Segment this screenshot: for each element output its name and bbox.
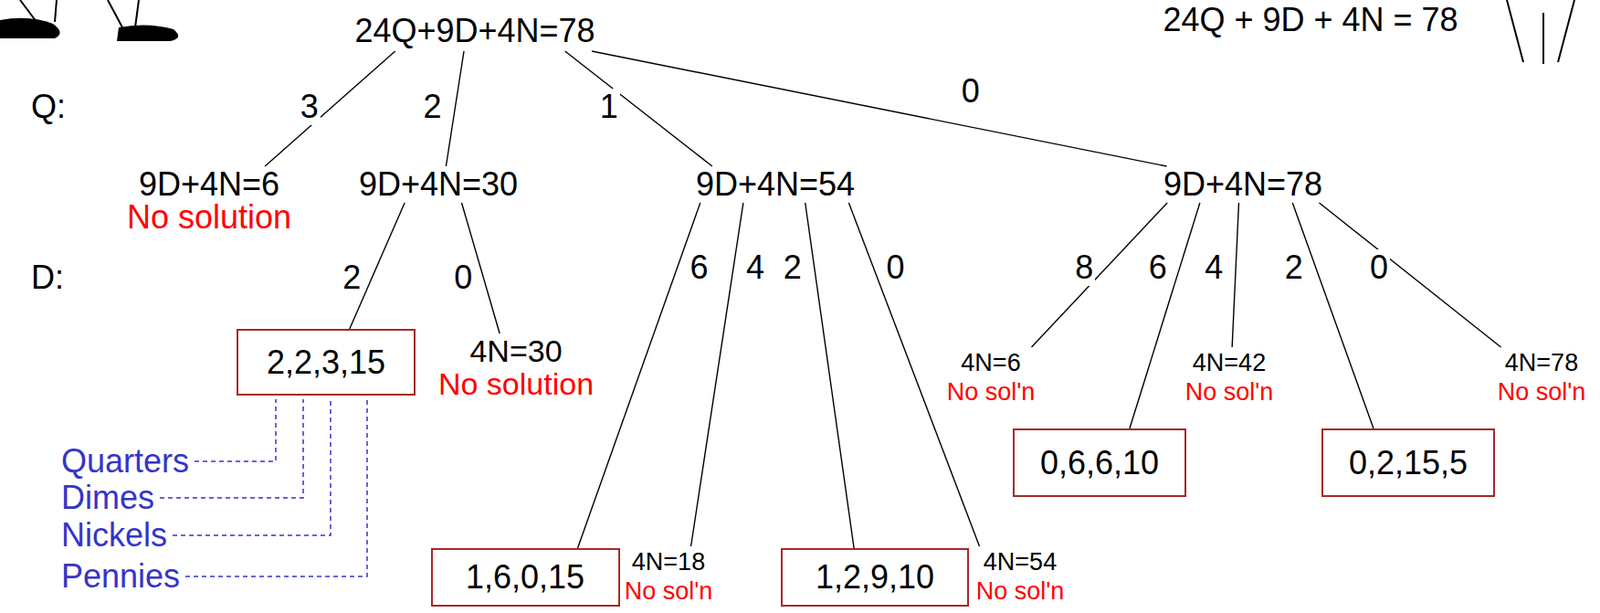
equation-node: 4N=6No sol'n [943, 347, 1040, 409]
branch-line [805, 202, 854, 548]
remaining-equation: 4N=30 [469, 335, 562, 369]
branch-value: 0 [452, 259, 474, 296]
branch-line [264, 51, 396, 167]
branch-value: 0 [884, 249, 906, 286]
branch-value: 6 [1147, 249, 1169, 286]
branch-line [591, 51, 1168, 167]
coin-combination: 0,6,6,10 [1040, 444, 1159, 482]
equation-node: 4N=54No sol'n [972, 546, 1069, 608]
equation-node: 9D+4N=78 [1159, 166, 1327, 203]
branch-value: 0 [959, 73, 982, 110]
branch-line [578, 202, 701, 548]
branch-value: 0 [1368, 249, 1390, 286]
branch-value: 6 [688, 249, 711, 286]
no-solution-note: No sol'n [947, 378, 1036, 407]
result-box: 2,2,3,15 [236, 328, 416, 396]
result-box: 0,6,6,10 [1012, 428, 1187, 497]
heading-equation: 24Q + 9D + 4N = 78 [1162, 1, 1458, 39]
branch-value: 2 [421, 88, 443, 126]
remaining-equation: 4N=42 [1192, 348, 1266, 378]
coin-label: Pennies [61, 557, 180, 595]
remaining-equation: 9D+4N=6 [138, 168, 280, 201]
level-label: Q: [31, 88, 66, 126]
remaining-equation: 4N=54 [983, 547, 1057, 577]
equation-node: 4N=18No sol'n [621, 546, 717, 608]
remaining-equation: 9D+4N=78 [1163, 168, 1323, 201]
branch-line [445, 51, 464, 167]
figure-shoes [0, 18, 179, 42]
equation-node: 4N=78No sol'n [1494, 347, 1590, 409]
branch-line [1231, 202, 1239, 348]
equation-node: 9D+4N=30 [355, 166, 523, 203]
coin-leader-lines [159, 399, 368, 577]
no-solution-note: No sol'n [1497, 378, 1587, 407]
no-solution-note: No sol'n [624, 577, 714, 606]
no-solution-note: No solution [126, 200, 292, 234]
no-solution-note: No solution [438, 368, 594, 401]
branch-line [1319, 202, 1502, 348]
remaining-equation: 4N=6 [960, 348, 1021, 378]
branch-value: 8 [1073, 249, 1095, 286]
coin-label: Dimes [61, 479, 155, 516]
no-solution-note: No sol'n [976, 577, 1065, 606]
remaining-equation: 24Q+9D+4N=78 [354, 12, 595, 50]
equation-node: 24Q+9D+4N=78 [350, 10, 600, 52]
branch-value: 2 [781, 249, 804, 286]
branch-line [848, 202, 979, 547]
level-label: D: [31, 259, 64, 296]
coin-label: Nickels [61, 516, 168, 554]
remaining-equation: 4N=78 [1505, 348, 1579, 378]
remaining-equation: 9D+4N=30 [358, 168, 518, 201]
branch-value: 2 [340, 259, 363, 296]
branch-line [565, 51, 713, 167]
no-solution-note: No sol'n [1185, 378, 1274, 407]
coin-combination: 0,2,15,5 [1348, 444, 1468, 482]
remaining-equation: 9D+4N=54 [695, 168, 855, 201]
equation-node: 9D+4N=6No solution [123, 166, 296, 236]
branch-value: 4 [1202, 249, 1225, 286]
result-box: 1,2,9,10 [780, 547, 969, 607]
coin-label: Quarters [61, 442, 190, 480]
equation-node: 9D+4N=54 [692, 166, 860, 203]
coin-combination: 1,2,9,10 [815, 558, 935, 596]
equation-node: 4N=30No solution [434, 333, 599, 403]
branch-value: 1 [598, 88, 621, 126]
coin-combination: 1,6,0,15 [465, 558, 585, 596]
branch-value: 2 [1283, 249, 1306, 286]
result-box: 1,6,0,15 [431, 547, 621, 607]
figure-right [1506, 0, 1575, 64]
remaining-equation: 4N=18 [631, 547, 706, 577]
equation-node: 4N=42No sol'n [1181, 347, 1278, 409]
branch-value: 4 [744, 249, 767, 286]
coin-combination: 2,2,3,15 [266, 344, 386, 381]
result-box: 0,2,15,5 [1321, 428, 1495, 497]
branch-value: 3 [298, 88, 321, 126]
